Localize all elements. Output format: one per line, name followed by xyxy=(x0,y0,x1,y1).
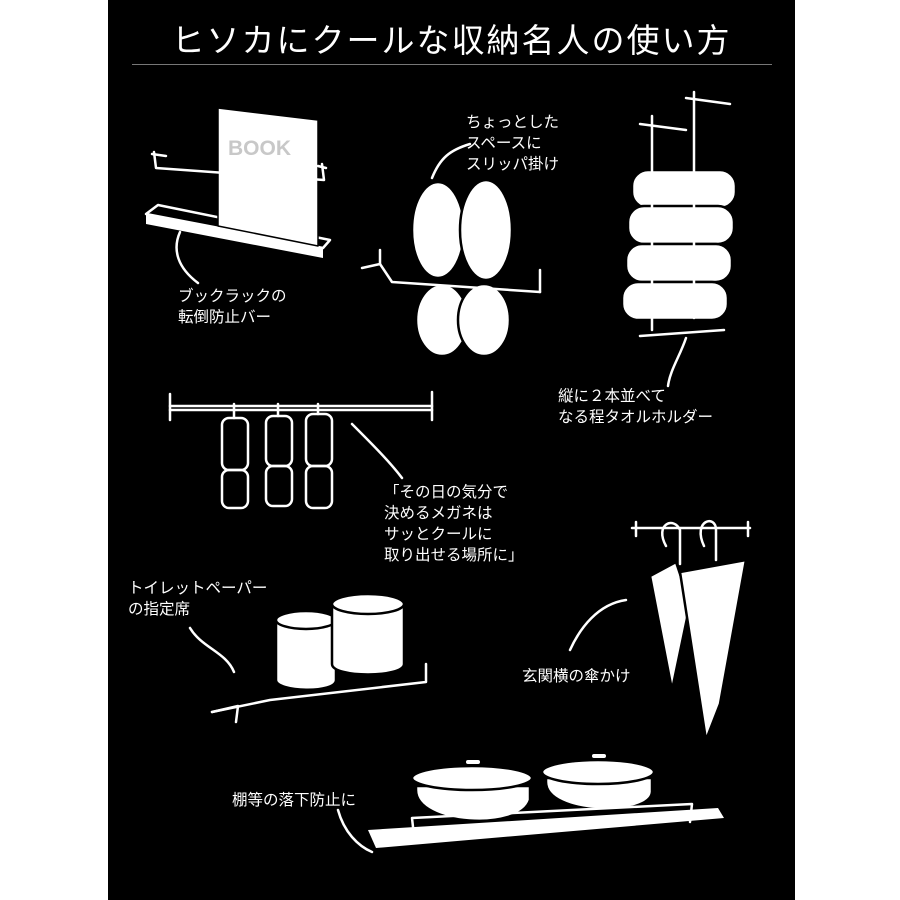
glasses-label: 「その日の気分で 決めるメガネは サッとクールに 取り出せる場所に」 xyxy=(384,482,524,566)
towel-holder-illustration xyxy=(620,90,738,338)
shelf-pointer-line xyxy=(336,808,374,854)
label-line: 縦に２本並べて xyxy=(558,387,666,405)
towel-pointer-line xyxy=(666,336,688,388)
label-line: スリッパ掛け xyxy=(466,155,560,173)
label-line: 取り出せる場所に」 xyxy=(384,546,524,564)
toilet-pointer-line xyxy=(188,626,236,674)
glasses-illustration xyxy=(168,390,434,510)
toilet-paper-illustration xyxy=(210,592,428,724)
umbrella-illustration xyxy=(630,520,752,742)
glasses-pointer-line xyxy=(350,422,404,480)
page-title: ヒソカにクールな収納名人の使い方 xyxy=(171,21,732,60)
label-line: なる程タオルホルダー xyxy=(558,408,714,426)
label-line: ブックラックの xyxy=(178,287,287,305)
label-line: の指定席 xyxy=(128,600,191,618)
label-line: ちょっとした xyxy=(466,113,560,131)
label-line: スペースに xyxy=(466,134,542,152)
shelf-illustration xyxy=(368,754,724,848)
label-line: 決めるメガネは xyxy=(384,504,493,522)
slippers-pointer-line xyxy=(430,142,472,180)
label-line: 棚等の落下防止に xyxy=(232,791,357,809)
toilet-paper-label: トイレットペーパー の指定席 xyxy=(128,578,267,620)
label-line: 「その日の気分で xyxy=(384,483,509,501)
book-pointer-line xyxy=(175,230,200,285)
title-divider xyxy=(132,64,772,65)
shelf-label: 棚等の落下防止に xyxy=(232,790,356,811)
slippers-label: ちょっとした スペースに スリッパ掛け xyxy=(466,112,559,175)
book-cover-text: BOOK xyxy=(228,137,291,160)
label-line: サッとクールに xyxy=(384,525,493,543)
label-line: 転倒防止バー xyxy=(178,308,272,326)
illustrations: BOOK xyxy=(144,90,752,854)
umbrella-label: 玄関横の傘かけ xyxy=(522,666,631,687)
label-line: トイレットペーパー xyxy=(128,579,268,597)
slippers-illustration xyxy=(360,178,542,358)
label-line: 玄関横の傘かけ xyxy=(522,667,631,685)
book-rack-label: ブックラックの 転倒防止バー xyxy=(178,286,287,328)
umbrella-pointer-line xyxy=(568,598,628,652)
book-rack-illustration: BOOK xyxy=(144,107,332,258)
towel-holder-label: 縦に２本並べて なる程タオルホルダー xyxy=(558,386,713,428)
